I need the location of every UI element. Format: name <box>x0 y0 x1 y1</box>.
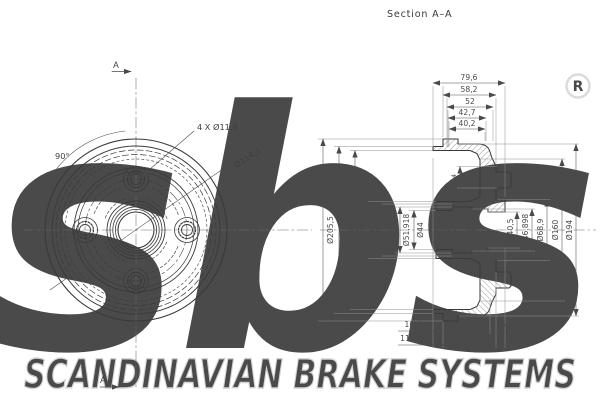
top-dimension-lines <box>432 80 506 132</box>
bolt-hole-serration <box>126 169 146 189</box>
dim-hub-shoulder: Ø68,9 <box>536 218 545 241</box>
registered-r-glyph: R <box>573 79 584 95</box>
left-dimension-lines <box>320 138 417 322</box>
hub-ring-3 <box>112 206 160 254</box>
section-title: Section A–A <box>387 9 452 20</box>
dim-back-thickness: 6,9 <box>501 320 513 329</box>
bore-dimensions: 15,4 8 26 <box>437 228 488 242</box>
bolt-pattern-leader <box>141 130 195 177</box>
section-marker-bottom: A <box>99 376 120 390</box>
dim-boss-length: 24 <box>450 174 458 182</box>
dim-friction-diameter: Ø180 (Max 182) <box>358 198 367 259</box>
bottom-dimension-lines <box>398 328 530 348</box>
bolt-hole-bore <box>130 173 142 185</box>
bolt-circle-dim-line <box>49 163 231 291</box>
dim-hub-protrusion: 10,4 <box>511 334 528 343</box>
hub-ring-2 <box>109 203 163 257</box>
section-view: 79,6 58,2 52 42,7 40,2 Ø205,5 Ø188 Ø180 … <box>318 73 596 348</box>
angle-label: 90° <box>55 151 70 161</box>
dim-outer-diameter: Ø205,5 <box>326 216 335 244</box>
footer-brand-text: SCANDINAVIAN BRAKE SYSTEMS <box>24 352 576 398</box>
dim-rear-seat: Ø46,898 <box>521 214 530 247</box>
dim-lip-width: 11 <box>400 334 410 343</box>
dim-shell-od-rear: Ø194 <box>565 220 574 241</box>
section-marker-bottom-letter: A <box>100 376 106 386</box>
friction-surface-hidden-circle <box>55 149 217 311</box>
bolt-hole-boss <box>123 166 149 192</box>
inner-shell-hidden-circle <box>60 154 212 306</box>
registered-circle <box>565 73 591 99</box>
hub-ring-4 <box>115 208 158 251</box>
cast-pocket-arcs <box>93 187 179 273</box>
bolt-pattern-label: 4 X Ø11,8 <box>197 122 238 132</box>
dim-rear-bore: Ø40,5 <box>506 218 515 241</box>
opening-chamfer-circle <box>77 171 195 289</box>
bore-dim-1: 15,4 <box>440 228 449 233</box>
dim-hub-length: 35,8 <box>460 334 477 343</box>
pocket-arc <box>151 187 179 215</box>
hub-ring-outer <box>106 200 166 260</box>
bolt-hole <box>123 166 149 192</box>
dim-shell-width: 58,2 <box>461 85 478 94</box>
bolt-holes <box>71 166 201 295</box>
dim-seat-depth-1: 42,7 <box>459 108 476 117</box>
dim-bore-diameter: Ø44 <box>416 222 425 238</box>
dim-hub-od: Ø64,3 <box>376 218 385 241</box>
dim-bearing-bore: Ø51,918 <box>402 214 411 247</box>
registered-trademark-icon: R <box>565 73 591 99</box>
pocket-arc-inner <box>146 198 168 220</box>
dim-seat-diameter-1: Ø58,2 <box>389 218 398 241</box>
bolt-circle <box>84 178 188 282</box>
right-dimension-lines <box>457 143 579 317</box>
dim-inner-depth: 52 <box>465 97 475 106</box>
bore-dim-3: 26 <box>450 236 455 241</box>
center-bore-circle <box>117 211 155 249</box>
section-marker-top: A <box>111 61 132 75</box>
worn-limit-circle <box>64 158 208 302</box>
sbs-logo-watermark: sbs <box>0 42 593 400</box>
bore-dim-2: 8 <box>471 228 474 233</box>
dim-seat-depth-2: 40,2 <box>459 119 476 128</box>
watermark-logo: sbs R <box>0 42 600 400</box>
dim-back-face-diameter: Ø160 <box>551 220 560 241</box>
angle-arc <box>31 130 126 237</box>
dim-lip-offset: 10,4 <box>405 320 422 329</box>
dim-shell-diameter: Ø188 <box>342 220 351 241</box>
extension-lines <box>318 86 579 348</box>
section-marker-top-letter: A <box>113 61 119 71</box>
dim-overall-width: 79,6 <box>461 73 478 82</box>
opening-edge-circle <box>73 167 199 293</box>
outer-diameter-circle <box>44 138 228 322</box>
drum-circles <box>44 138 228 322</box>
footer-watermark: SCANDINAVIAN BRAKE SYSTEMS <box>23 351 576 398</box>
shell-outer-circle <box>51 145 221 315</box>
